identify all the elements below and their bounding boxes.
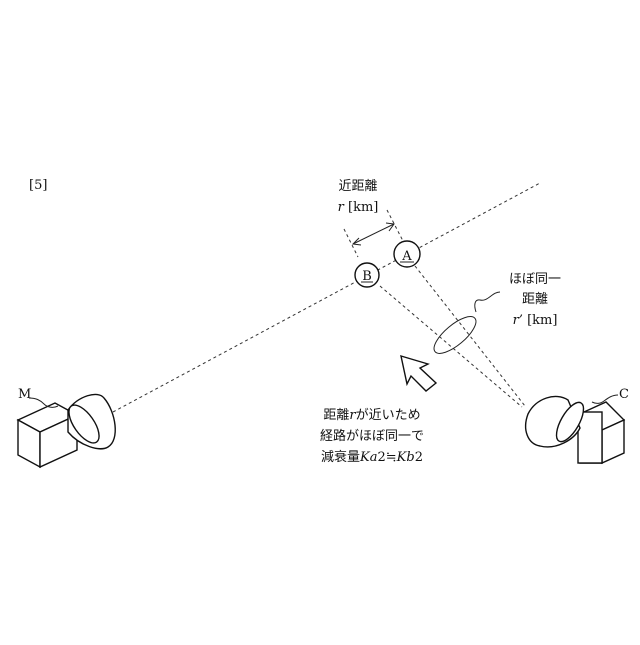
near-distance-arrow — [353, 223, 394, 245]
figure-label: [5] — [29, 178, 47, 193]
near-distance-line2: r [km] — [338, 200, 379, 215]
same-distance-leader — [475, 292, 500, 312]
path-b-to-c — [380, 286, 522, 407]
same-distance-ring — [429, 311, 482, 360]
block-arrow-icon — [401, 356, 436, 391]
same-distance-line1: ほぼ同一 — [509, 272, 561, 287]
annotation-line3: 減衰量Ka2≒Kb2 — [321, 449, 423, 465]
antenna-m-label: M — [18, 387, 31, 402]
same-distance-line2: 距離 — [522, 292, 548, 307]
annotation-line2: 経路がほぼ同一で — [320, 428, 424, 444]
near-distance-ext-right — [387, 210, 403, 241]
node-a: A — [394, 241, 420, 267]
same-distance-line3: r’ [km] — [513, 313, 558, 328]
annotation-line1: 距離rが近いため — [323, 408, 420, 423]
near-distance-line1: 近距離 — [338, 179, 377, 194]
antenna-c-label: C — [619, 387, 629, 402]
antenna-c: C — [526, 387, 629, 463]
node-b: B — [355, 263, 379, 287]
main-signal-path — [113, 183, 540, 412]
antenna-m: M — [18, 387, 115, 467]
